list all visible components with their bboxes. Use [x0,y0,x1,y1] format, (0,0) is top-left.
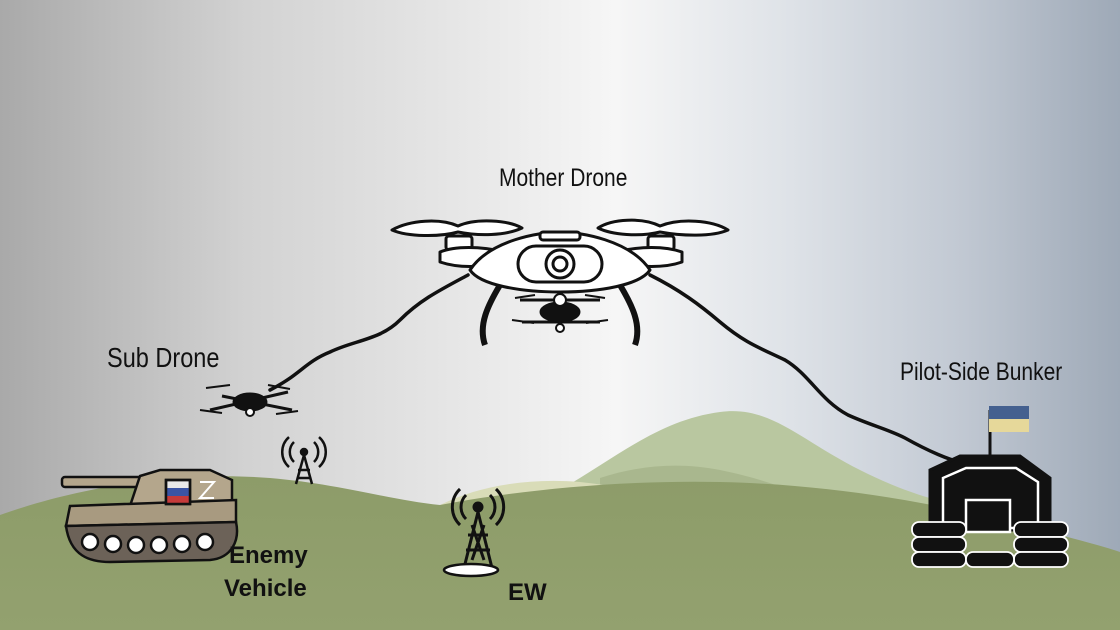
carried-drone-icon [511,293,609,333]
sub-drone-label: Sub Drone [107,342,220,373]
enemy-vehicle-label-line2: Vehicle [224,575,307,602]
tethers [268,273,962,464]
enemy-vehicle-label-line1: Enemy [229,542,308,569]
tether-sub-drone [268,273,470,392]
foreground-hill [0,476,1120,630]
radio-tower-icon [280,436,328,485]
mother-drone-label: Mother Drone [499,164,628,192]
ew-tower-icon [442,487,506,578]
tank-icon [60,468,239,564]
tether-bunker [648,273,962,464]
ukraine-flag-icon [989,406,1029,432]
pilot-bunker-label: Pilot-Side Bunker [900,358,1063,386]
sub-drone-icon [199,384,299,417]
bunker-icon [911,406,1069,568]
ew-label: EW [508,579,547,606]
mother-drone-icon [390,218,730,346]
